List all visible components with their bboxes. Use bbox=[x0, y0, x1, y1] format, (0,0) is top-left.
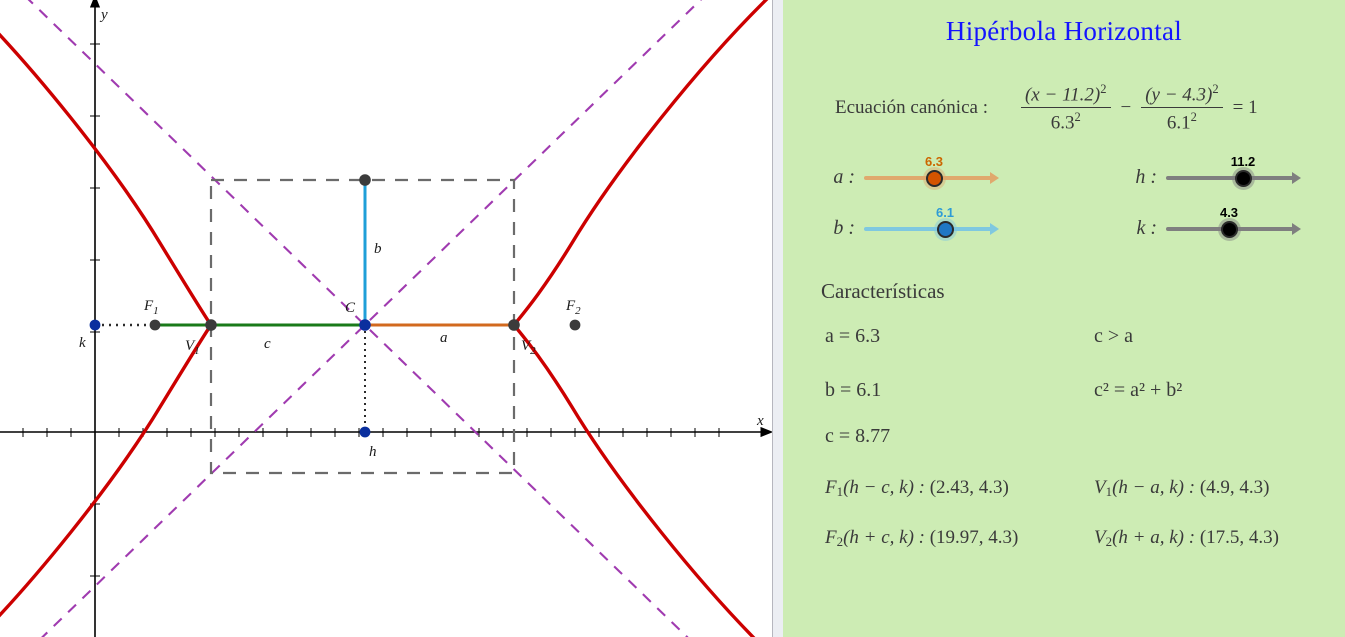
page-title: Hipérbola Horizontal bbox=[945, 16, 1183, 46]
characteristic-c: c = 8.77 bbox=[825, 425, 891, 447]
asymptote-negative bbox=[27, 0, 689, 637]
slider-a[interactable]: a : 6.3 bbox=[821, 154, 1004, 191]
slider-k-knob[interactable] bbox=[1221, 221, 1238, 238]
characteristic-b: b = 6.1 bbox=[825, 379, 882, 401]
point-focus1[interactable] bbox=[149, 319, 161, 331]
focus2-args: (h + c, k) : bbox=[843, 527, 925, 548]
equation-fraction-x: (x − 11.2)2 6.32 bbox=[1020, 82, 1111, 135]
label-segment-c: c bbox=[264, 336, 271, 352]
focus1-symbol: F bbox=[825, 477, 837, 498]
slider-k-name: k : bbox=[1136, 216, 1157, 239]
slider-h-value: 11.2 bbox=[1230, 154, 1256, 169]
characteristic-a: a = 6.3 bbox=[825, 325, 881, 347]
pane-divider[interactable] bbox=[772, 0, 784, 637]
slider-k-track-wrap[interactable]: 4.3 bbox=[1166, 205, 1306, 242]
slider-h-knob[interactable] bbox=[1235, 170, 1252, 187]
canonical-equation: Ecuación canónica : (x − 11.2)2 6.32 − (… bbox=[835, 82, 1335, 135]
equation-math: (x − 11.2)2 6.32 − (y − 4.3)2 6.12 = 1 bbox=[1016, 82, 1263, 135]
focus2-coordinates: F2(h + c, k) : (19.97, 4.3) bbox=[825, 527, 1018, 550]
characteristics-heading: Características bbox=[821, 279, 945, 303]
y-axis-label: y bbox=[99, 7, 108, 23]
slider-h-arrow-icon bbox=[1292, 172, 1301, 184]
label-focus1: F1 bbox=[143, 298, 159, 317]
vertex1-symbol: V bbox=[1094, 477, 1106, 498]
vertex2-subscript: 2 bbox=[1105, 533, 1113, 549]
label-segment-b: b bbox=[374, 241, 382, 257]
label-k: k bbox=[79, 335, 86, 351]
point-focus2[interactable] bbox=[569, 319, 581, 331]
slider-a-track-wrap[interactable]: 6.3 bbox=[864, 154, 1004, 191]
focus2-value: (19.97, 4.3) bbox=[929, 527, 1019, 548]
vertex2-symbol: V bbox=[1094, 527, 1106, 548]
point-b-top[interactable] bbox=[359, 174, 371, 186]
label-vertex2: V2 bbox=[521, 338, 536, 357]
slider-a-value: 6.3 bbox=[924, 154, 944, 169]
slider-b-value: 6.1 bbox=[935, 205, 955, 220]
slider-h[interactable]: h : 11.2 bbox=[1123, 154, 1306, 191]
slider-a-name: a : bbox=[833, 165, 855, 188]
vertex1-value: (4.9, 4.3) bbox=[1199, 477, 1270, 498]
slider-b-name: b : bbox=[833, 216, 855, 239]
relation-pythagorean: c² = a² + b² bbox=[1094, 379, 1183, 401]
slider-b-knob[interactable] bbox=[937, 221, 954, 238]
point-center[interactable] bbox=[359, 319, 371, 331]
vertex1-subscript: 1 bbox=[1105, 483, 1113, 499]
slider-b-arrow-icon bbox=[990, 223, 999, 235]
label-center: C bbox=[345, 300, 356, 316]
x-axis-label: x bbox=[756, 413, 764, 429]
equation-equals: = 1 bbox=[1232, 97, 1258, 119]
algebra-view: Hipérbola Horizontal Ecuación canónica :… bbox=[783, 0, 1345, 637]
slider-k-arrow-icon bbox=[1292, 223, 1301, 235]
asymptotes bbox=[27, 0, 703, 637]
focus1-coordinates: F1(h − c, k) : (2.43, 4.3) bbox=[825, 477, 1009, 500]
hyperbola-curve bbox=[0, 0, 769, 637]
slider-b-track-wrap[interactable]: 6.1 bbox=[864, 205, 1004, 242]
left-branch bbox=[0, 32, 214, 618]
point-vertex1[interactable] bbox=[205, 319, 217, 331]
vertex1-coordinates: V1(h − a, k) : (4.9, 4.3) bbox=[1094, 477, 1269, 500]
label-h: h bbox=[369, 444, 377, 460]
label-focus2: F2 bbox=[565, 298, 581, 317]
slider-b-track[interactable] bbox=[864, 227, 992, 231]
slider-a-arrow-icon bbox=[990, 172, 999, 184]
slider-h-track-wrap[interactable]: 11.2 bbox=[1166, 154, 1306, 191]
hyperbola-plot: x y bbox=[0, 0, 772, 637]
point-h[interactable] bbox=[359, 426, 371, 438]
label-segment-a: a bbox=[440, 330, 448, 346]
vertex1-args: (h − a, k) : bbox=[1112, 477, 1196, 498]
equation-fraction-y: (y − 4.3)2 6.12 bbox=[1141, 82, 1223, 135]
focus1-value: (2.43, 4.3) bbox=[929, 477, 1009, 498]
relation-c-greater-a: c > a bbox=[1094, 325, 1134, 347]
graphics-view[interactable]: x y bbox=[0, 0, 772, 637]
equation-operator: − bbox=[1120, 97, 1132, 119]
vertex2-value: (17.5, 4.3) bbox=[1199, 527, 1279, 548]
point-vertex2[interactable] bbox=[508, 319, 520, 331]
vertex2-coordinates: V2(h + a, k) : (17.5, 4.3) bbox=[1094, 527, 1279, 550]
slider-k[interactable]: k : 4.3 bbox=[1123, 205, 1306, 242]
equation-label: Ecuación canónica : bbox=[835, 97, 988, 119]
slider-a-knob[interactable] bbox=[926, 170, 943, 187]
focus1-subscript: 1 bbox=[836, 483, 844, 499]
asymptote-positive bbox=[41, 0, 703, 637]
focus2-symbol: F bbox=[825, 527, 837, 548]
slider-b[interactable]: b : 6.1 bbox=[821, 205, 1004, 242]
point-k[interactable] bbox=[89, 319, 101, 331]
slider-h-name: h : bbox=[1135, 165, 1157, 188]
vertex2-args: (h + a, k) : bbox=[1112, 527, 1196, 548]
slider-k-value: 4.3 bbox=[1219, 205, 1239, 220]
focus2-subscript: 2 bbox=[836, 533, 844, 549]
right-branch bbox=[511, 0, 769, 637]
slider-h-track[interactable] bbox=[1166, 176, 1294, 180]
focus1-args: (h − c, k) : bbox=[843, 477, 925, 498]
